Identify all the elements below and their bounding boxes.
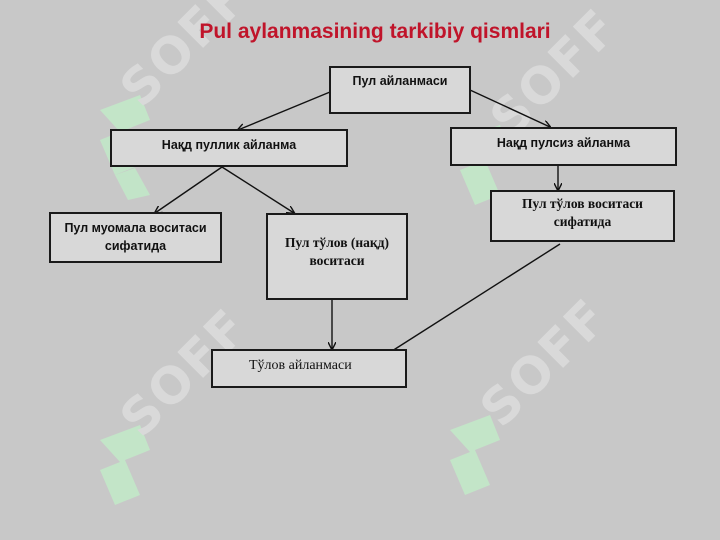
edge-paymentmeans-turnover [391,243,561,352]
node-payment-cash: Пул тўлов (нақд) воситаси [266,213,408,300]
node-payment-means-label: Пул тўлов воситаси сифатида [522,196,643,229]
watermark-logo-bottom-right [450,415,500,495]
node-circulation-label: Пул муомала воситаси сифатида [64,221,207,253]
page-title: Pul aylanmasining tarkibiy qismlari [199,20,551,43]
edge-cash-circulation [155,166,223,213]
node-payment-turnover: Тўлов айланмаси [211,349,407,388]
node-cash: Нақд пуллик айланма [110,129,348,167]
node-circulation: Пул муомала воситаси сифатида [49,212,222,263]
node-cash-label: Нақд пуллик айланма [161,138,297,152]
node-payment-turnover-label: Тўлов айланмаси [249,358,352,373]
node-noncash: Нақд пулсиз айланма [450,127,677,166]
node-payment-means: Пул тўлов воситаси сифатида [490,190,675,242]
edge-root-noncash [469,89,550,127]
edge-cash-payment [221,166,294,213]
edge-root-cash [238,91,331,130]
watermark-logo-bottom-left [100,425,150,505]
node-root: Пул айланмаси [329,66,471,114]
node-payment-cash-label: Пул тўлов (нақд) воситаси [284,235,390,268]
node-root-label: Пул айланмаси [352,74,448,88]
node-noncash-label: Нақд пулсиз айланма [496,136,631,150]
